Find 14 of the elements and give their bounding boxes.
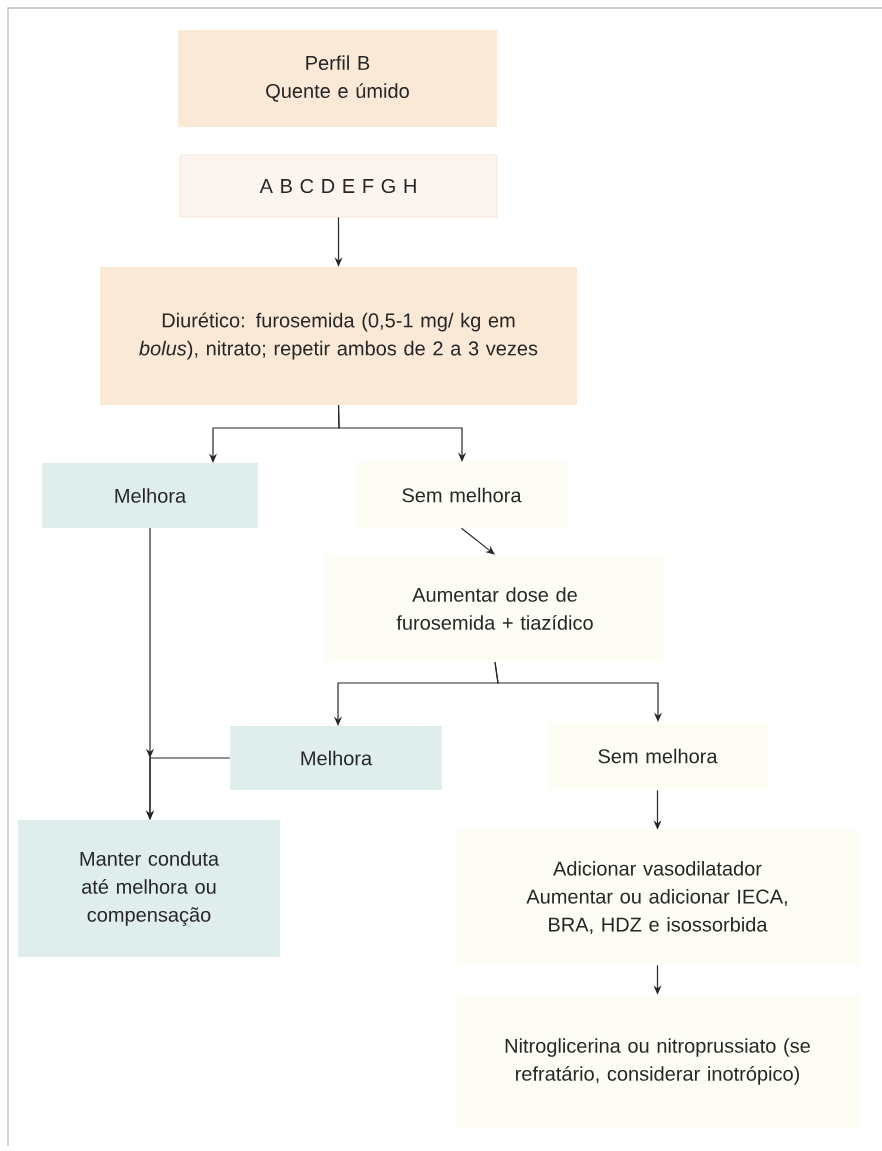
process-box: A B C D E F G H: [179, 154, 498, 218]
process-box: Melhora: [42, 463, 258, 528]
arrow: [494, 661, 663, 722]
process-box: Manter conduta até melhora ou compensação: [18, 820, 280, 957]
arrow: [337, 404, 467, 462]
process-box: Aumentar dose de furosemida + tiazídico: [325, 555, 665, 662]
process-box: Adicionar vasodilatador Aumentar ou adicionar IECA, BRA, HDZ e isossorbida: [455, 830, 860, 965]
process-box: Sem melhora: [548, 722, 767, 790]
process-box: Perfil B Quente e úmido: [178, 30, 497, 127]
process-box: Diurético: furosemida (0,5-1 mg/ kg em bolus), nitrato; repetir ambos de 2 a 3 vezes: [100, 267, 577, 405]
process-box: Melhora: [230, 726, 442, 790]
process-box: Sem melhora: [355, 462, 568, 528]
process-box: Nitroglicerina ou nitroprussiato (se refratário, considerar inotrópico): [455, 995, 860, 1128]
arrow: [460, 527, 495, 555]
